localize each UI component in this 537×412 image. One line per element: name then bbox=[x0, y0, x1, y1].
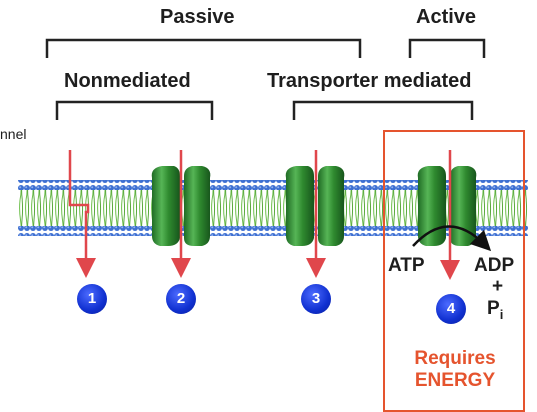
requires-energy-line2: ENERGY bbox=[414, 370, 496, 391]
pi-subscript: i bbox=[499, 306, 504, 322]
pi-label: Pi bbox=[487, 298, 503, 322]
pump-protein-4 bbox=[417, 166, 477, 246]
bracket-passive bbox=[45, 38, 362, 58]
bracket-transporter-mediated bbox=[292, 100, 474, 120]
atp-label: ATP bbox=[388, 255, 425, 276]
requires-energy-line1: Requires bbox=[414, 348, 496, 369]
active-label: Active bbox=[416, 6, 477, 28]
pi-symbol: P bbox=[487, 298, 500, 319]
bracket-nonmediated bbox=[55, 100, 214, 120]
channel-protein-2 bbox=[151, 166, 211, 246]
step-badge-1: 1 bbox=[77, 284, 107, 314]
step-badge-4: 4 bbox=[436, 294, 466, 324]
membrane-transport-diagram bbox=[18, 38, 528, 280]
nonmediated-label: Nonmediated bbox=[64, 70, 191, 92]
transporter-protein-3 bbox=[285, 166, 345, 246]
cutoff-text: nnel bbox=[0, 126, 27, 142]
arrow-diffusion-1 bbox=[68, 150, 96, 278]
plus-label: + bbox=[492, 276, 504, 297]
step-badge-2: 2 bbox=[166, 284, 196, 314]
transporter-mediated-label: Transporter mediated bbox=[267, 70, 472, 92]
atp-hydrolysis-arrow bbox=[412, 225, 492, 252]
bracket-active bbox=[408, 38, 486, 58]
adp-label: ADP bbox=[474, 255, 515, 276]
passive-label: Passive bbox=[160, 6, 235, 28]
step-badge-3: 3 bbox=[301, 284, 331, 314]
requires-energy-text: Requires ENERGY bbox=[392, 348, 518, 392]
